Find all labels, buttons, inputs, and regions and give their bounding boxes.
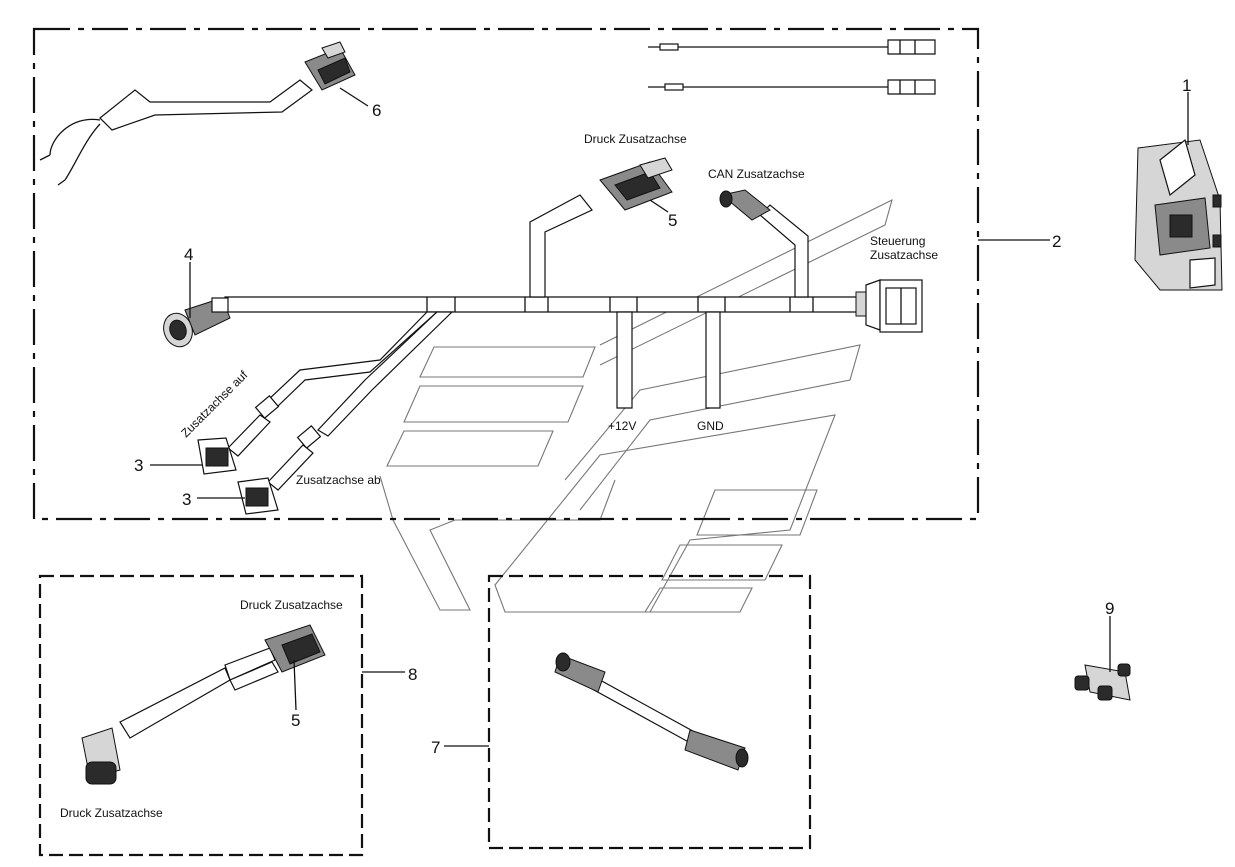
label-steuerung-line1: Steuerung: [870, 234, 925, 248]
callout-1: 1: [1182, 76, 1191, 95]
kit-7-cable: [554, 652, 749, 771]
callout-2: 2: [1052, 232, 1061, 251]
label-druck-zusatzachse-box8-bottom: Druck Zusatzachse: [60, 806, 163, 820]
kit-8-cable: [81, 624, 326, 785]
branch-gnd: [705, 311, 721, 409]
callout-7: 7: [431, 738, 440, 757]
connector-4: [163, 297, 231, 348]
branch-can: [759, 204, 809, 298]
branch-valve-up: [267, 311, 439, 407]
part-9-t-adapter: [1074, 663, 1131, 701]
part-1-control-unit: [1134, 138, 1223, 291]
branch-druck: [529, 194, 593, 298]
label-gnd: GND: [697, 419, 724, 433]
connector-steuerung: [855, 279, 923, 333]
connector-6: [39, 41, 356, 186]
callout-4: 4: [184, 245, 193, 264]
connector-3-lower: [237, 425, 322, 515]
branch-valve-down: [317, 311, 454, 437]
connector-5-top: [599, 157, 673, 211]
leader-lines: [150, 87, 1189, 747]
connector-3-upper: [197, 395, 280, 475]
label-steuerung-line2: Zusatzachse: [870, 248, 938, 262]
branch-12v: [616, 311, 633, 409]
label-zusatzachse-auf: Zusatzachse auf: [178, 367, 251, 440]
callout-6: 6: [372, 101, 381, 120]
callout-3a: 3: [134, 456, 143, 475]
label-druck-zusatzachse-top: Druck Zusatzachse: [584, 132, 687, 146]
callout-3b: 3: [182, 490, 191, 509]
main-harness: [224, 296, 861, 313]
callout-9: 9: [1105, 599, 1114, 618]
label-druck-zusatzachse-box8-top: Druck Zusatzachse: [240, 598, 343, 612]
frame-kit-8: [38, 574, 364, 857]
callout-8: 8: [408, 665, 417, 684]
single-leads: [648, 39, 936, 95]
callout-5b: 5: [291, 711, 300, 730]
frame-harness-2: [32, 27, 980, 521]
label-zusatzachse-ab: Zusatzachse ab: [296, 473, 381, 487]
frame-kit-7: [487, 574, 812, 850]
callout-5a: 5: [668, 211, 677, 230]
watermark-logo: [379, 198, 893, 613]
label-plus12v: +12V: [608, 419, 636, 433]
connector-can: [719, 189, 771, 221]
label-can-zusatzachse: CAN Zusatzachse: [708, 167, 805, 181]
